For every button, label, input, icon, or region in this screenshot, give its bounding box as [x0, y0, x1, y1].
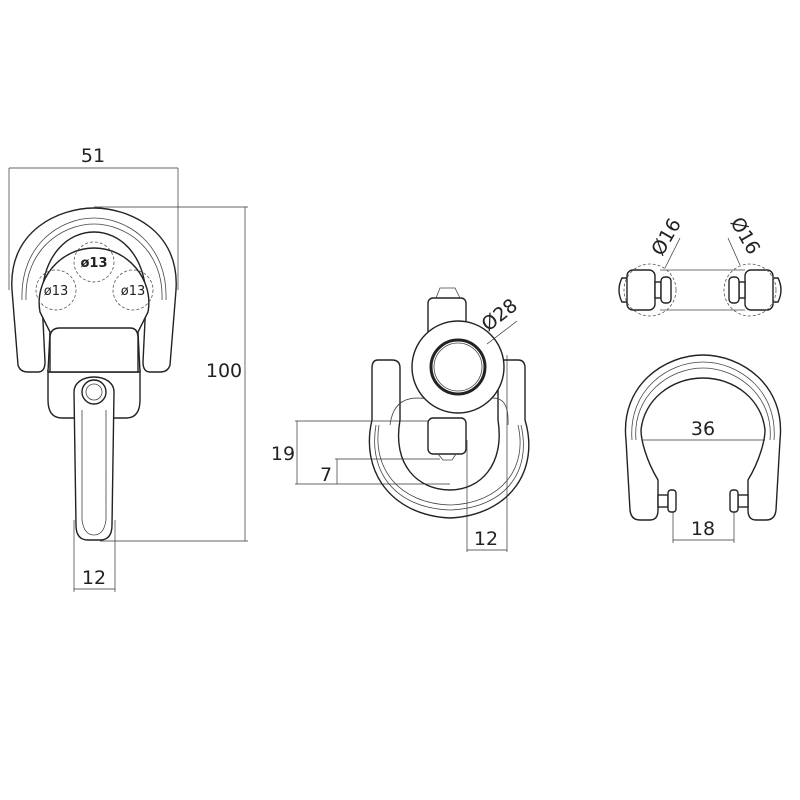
inner-width-label: 36	[691, 418, 715, 440]
shackle-view: 36 18	[624, 354, 782, 543]
dimension-7: 7	[320, 458, 440, 486]
pin-gap-label: 18	[691, 518, 715, 540]
front-view: ø13 ø13 ø13 51 100 12	[8, 145, 248, 592]
dimension-inner-width: 36	[642, 418, 765, 441]
hook-width-label: 12	[82, 567, 106, 589]
side-view: Ø28 19 7 12	[271, 287, 530, 552]
hole-center-label: ø13	[80, 256, 107, 271]
height-label: 100	[206, 360, 242, 382]
dimension-pin-gap: 18	[672, 512, 735, 543]
top-view: Ø16 Ø16	[618, 214, 782, 317]
hole-left-circle	[35, 269, 77, 311]
pin-width-label: 12	[474, 528, 498, 550]
dimension-width: 51	[8, 145, 179, 290]
right-pin-diameter-label: Ø16	[726, 214, 765, 259]
hole-right-label: ø13	[121, 284, 146, 299]
hole-center-circle	[73, 241, 115, 283]
dimension-pin-width: 12	[466, 355, 508, 552]
dimension-height: 100	[94, 206, 248, 542]
offset-19-label: 19	[271, 443, 295, 465]
bottom-pin	[427, 417, 467, 455]
hole-left-label: ø13	[44, 284, 69, 299]
dimension-hook-width: 12	[73, 520, 116, 592]
offset-7-label: 7	[320, 464, 332, 486]
left-pin-diameter-label: Ø16	[647, 215, 686, 260]
width-label: 51	[81, 145, 105, 167]
hole-right-circle	[112, 269, 154, 311]
dimension-19: 19	[271, 420, 450, 485]
